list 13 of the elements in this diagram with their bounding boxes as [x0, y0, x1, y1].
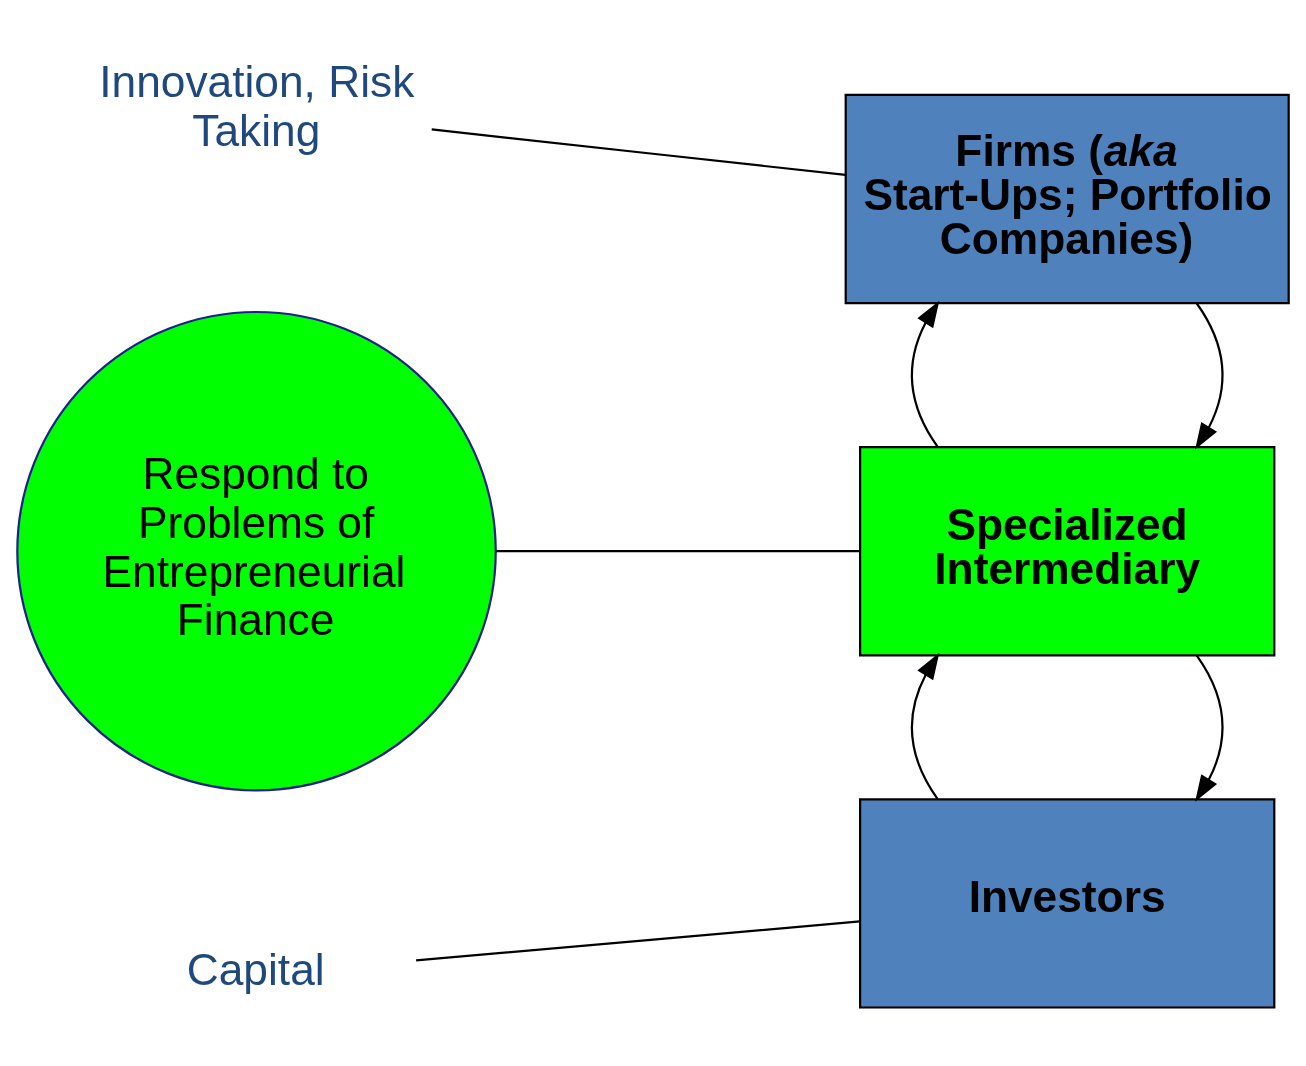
node-text: Capital	[186, 944, 325, 994]
arrow	[910, 300, 940, 447]
arrow	[1195, 302, 1224, 449]
connector	[416, 919, 860, 962]
connector	[431, 127, 846, 176]
node-box: Specialized Intermediary	[859, 445, 1276, 656]
connector	[496, 549, 860, 552]
node-box: Firms (aka Start-Ups; Portfolio Companies)	[844, 93, 1290, 304]
node-circle: Respond to Problems of Entrepreneurial Finance	[16, 310, 497, 792]
arrow	[910, 652, 940, 799]
arrow	[1195, 654, 1224, 802]
node-box: Investors	[859, 797, 1276, 1009]
node-text: Innovation, Risk Taking	[99, 56, 415, 155]
